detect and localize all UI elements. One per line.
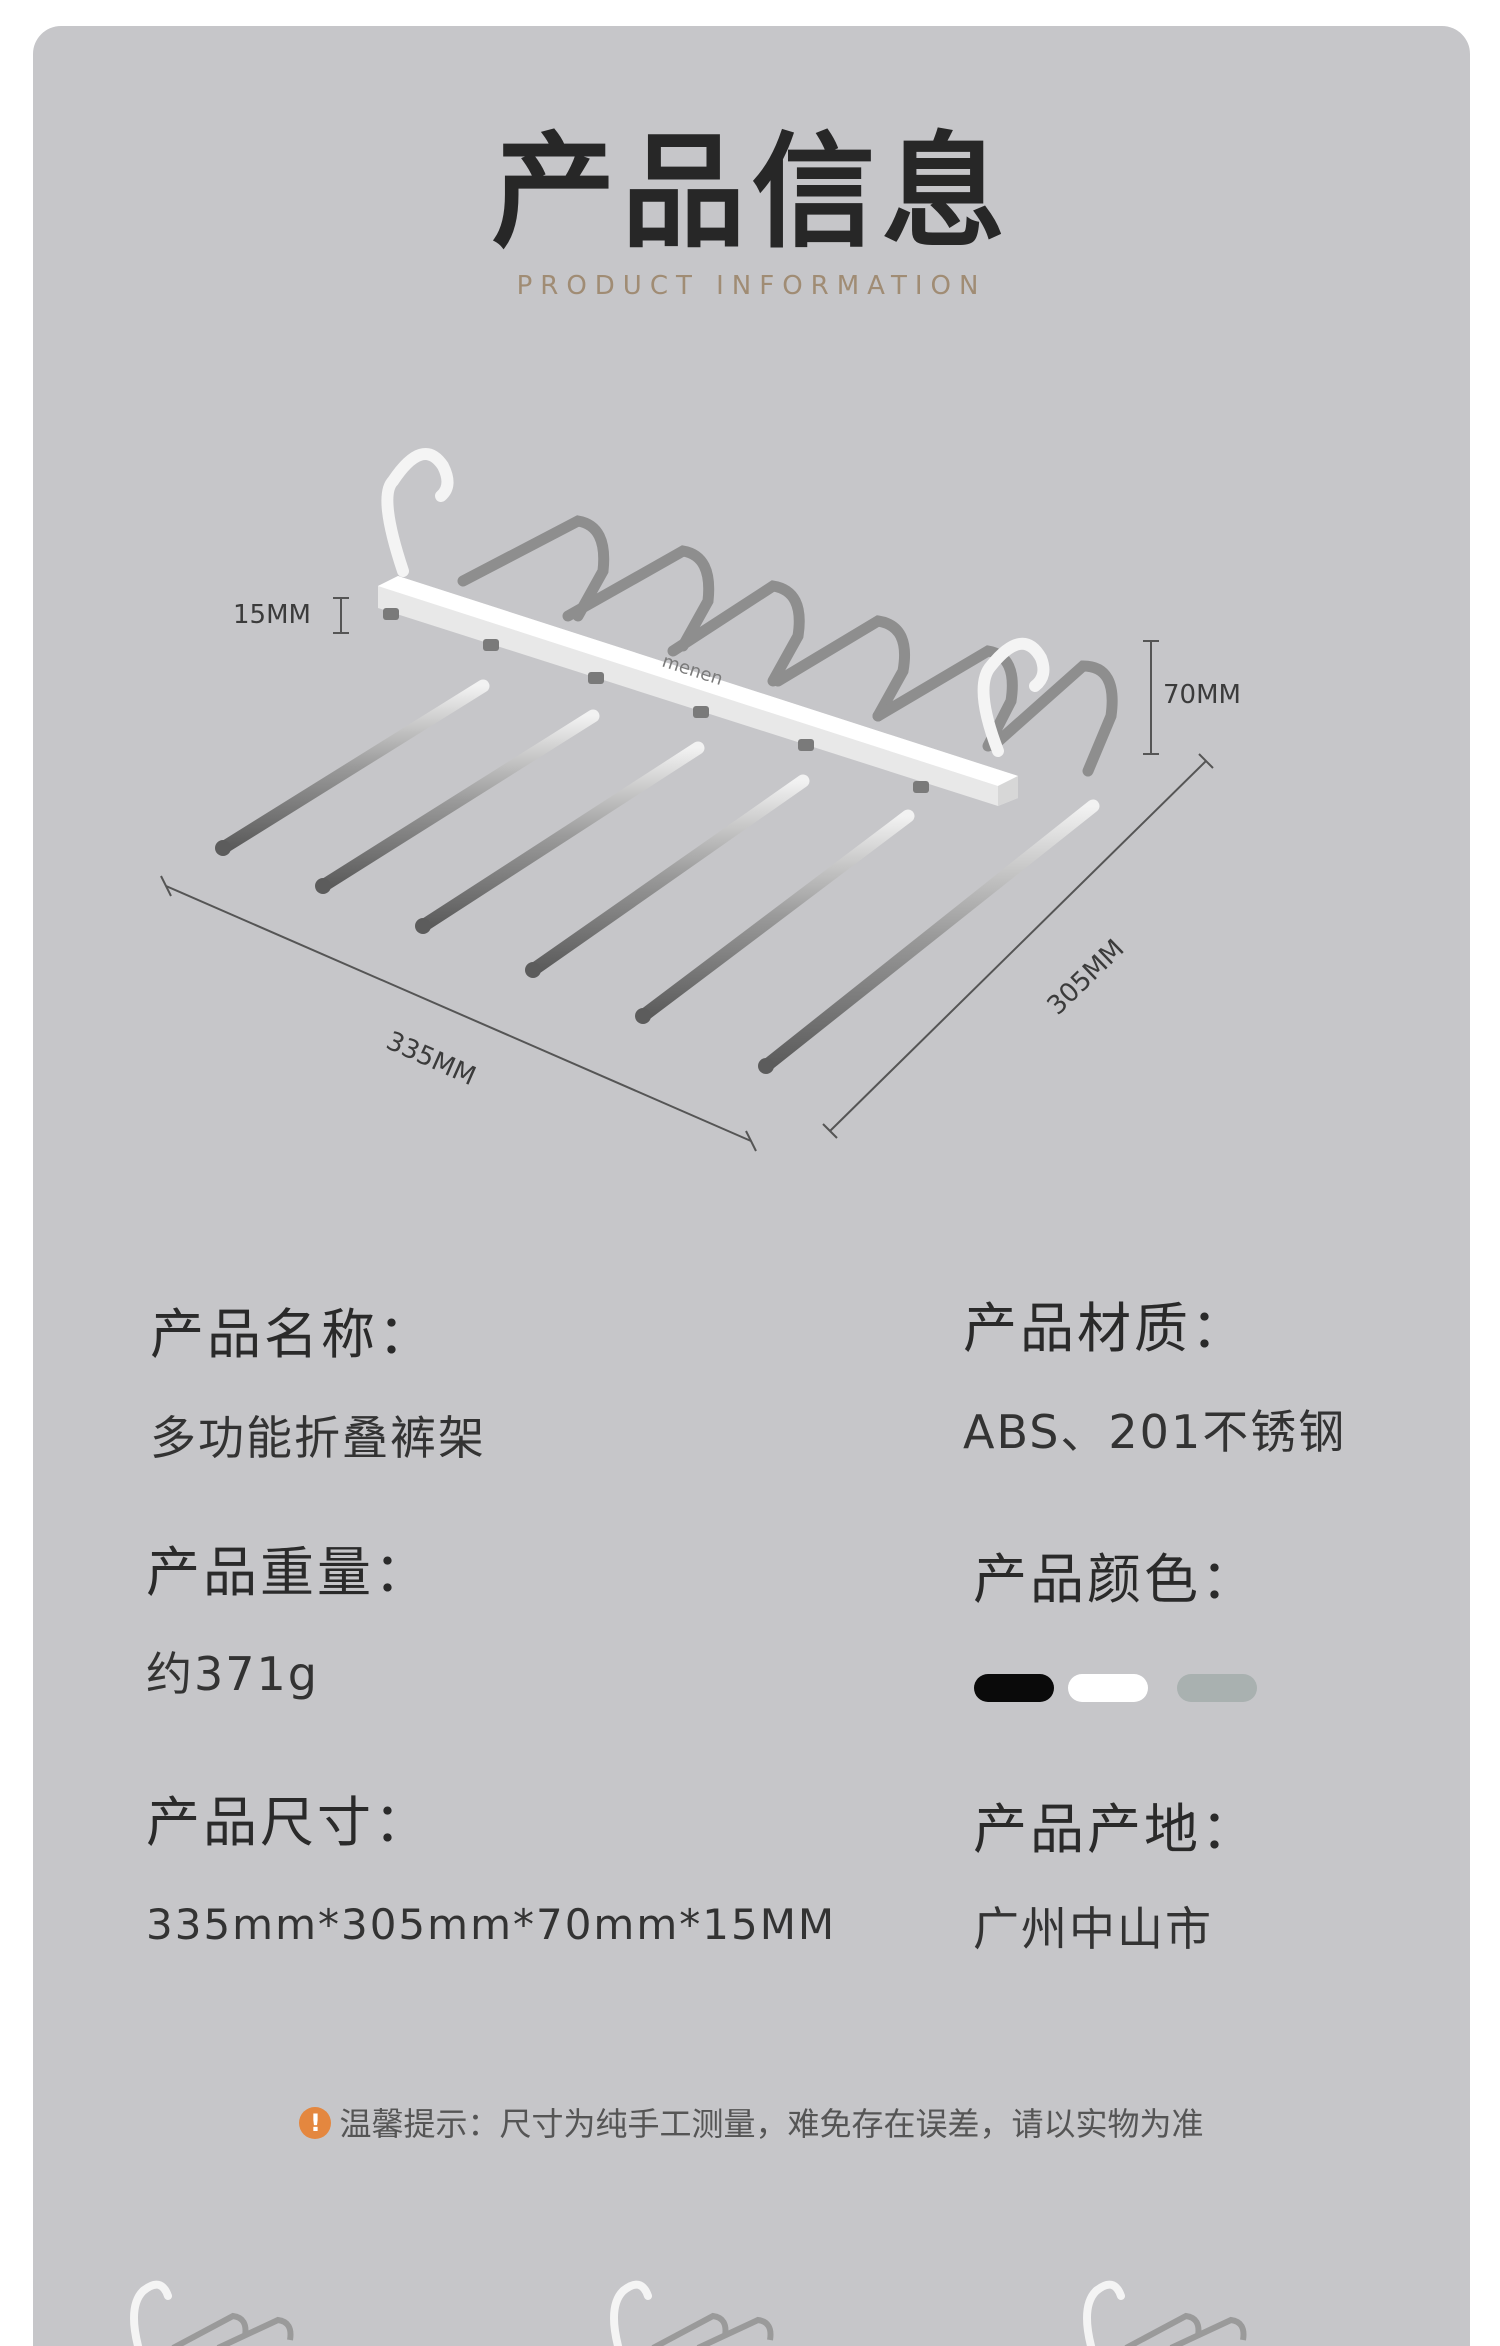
hooks bbox=[381, 448, 1050, 757]
notice-text: 温馨提示：尺寸为纯手工测量，难免存在误差，请以实物为准 bbox=[339, 2105, 1204, 2143]
page-title: 产品信息 bbox=[491, 121, 1012, 265]
spec-origin-label: 产品产地： bbox=[973, 1798, 1258, 1861]
rod-end-caps bbox=[215, 840, 774, 1074]
spec-origin-value: 广州中山市 bbox=[973, 1902, 1213, 1956]
notice: !温馨提示：尺寸为纯手工测量，难免存在误差，请以实物为准 bbox=[33, 2105, 1470, 2143]
dimension-lines bbox=[160, 597, 1214, 1152]
rod-back-rails bbox=[457, 515, 1118, 777]
spec-size-value: 335mm*305mm*70mm*15MM bbox=[146, 1900, 837, 1949]
exclamation-icon: ! bbox=[299, 2107, 332, 2139]
bottom-hanger-previews bbox=[130, 2280, 1247, 2346]
spec-weight-value: 约371g bbox=[146, 1647, 319, 1701]
spec-weight-label: 产品重量： bbox=[146, 1541, 431, 1604]
spec-color-label: 产品颜色： bbox=[973, 1548, 1258, 1611]
spec-size-label: 产品尺寸： bbox=[146, 1791, 431, 1854]
hanger-bar bbox=[378, 576, 1018, 806]
pants-rack-illustration: menen bbox=[160, 448, 1214, 1152]
color-swatch-gray bbox=[1177, 1674, 1257, 1702]
page-subtitle: PRODUCT INFORMATION bbox=[516, 271, 987, 301]
dim-height-label: 70MM bbox=[1163, 680, 1241, 710]
color-swatch-white bbox=[1068, 1674, 1148, 1702]
bar-pegs bbox=[383, 608, 929, 793]
rods bbox=[216, 679, 1100, 1073]
product-info-panel: 产品信息 PRODUCT INFORMATION bbox=[33, 26, 1470, 2346]
spec-material-value: ABS、201不锈钢 bbox=[963, 1405, 1347, 1459]
spec-name-value: 多功能折叠裤架 bbox=[150, 1411, 486, 1465]
dim-thickness-label: 15MM bbox=[233, 600, 311, 630]
spec-name-label: 产品名称： bbox=[150, 1303, 435, 1366]
spec-material-label: 产品材质： bbox=[963, 1297, 1248, 1360]
color-swatch-black bbox=[974, 1674, 1054, 1702]
